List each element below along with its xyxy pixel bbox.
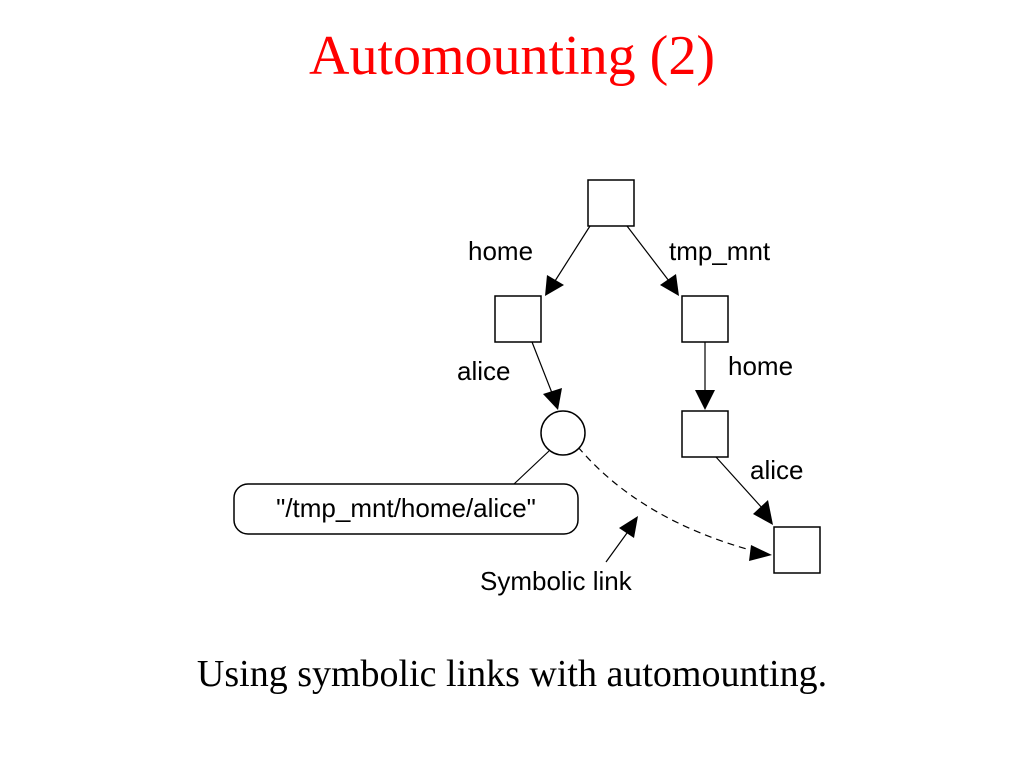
node-tmp-mnt-home (681, 410, 729, 458)
link-target-box (233, 483, 579, 535)
node-root (587, 179, 635, 227)
label-root-home: home (468, 236, 533, 266)
arrowhead-tmp-home-alice (753, 500, 773, 525)
label-home-alice: alice (457, 356, 510, 386)
arrowhead-tmp-mnt-home (695, 390, 715, 410)
label-symbolic-link: Symbolic link (480, 566, 633, 596)
edge-root-home (554, 225, 591, 282)
symbolic-link-pointer-arrowhead (619, 516, 638, 538)
label-tmp-home-alice: alice (750, 455, 803, 485)
edge-home-alice (531, 341, 553, 394)
slide-caption: Using symbolic links with automounting. (196, 653, 828, 695)
node-tmp-mnt (681, 295, 729, 343)
arrowhead-home-alice (543, 388, 562, 410)
node-tmp-mnt-home-alice (773, 526, 821, 574)
arrowhead-root-tmp-mnt (660, 274, 679, 296)
label-root-tmp-mnt: tmp_mnt (669, 236, 771, 266)
link-target-text: "/tmp_mnt/home/alice" (276, 493, 536, 523)
node-alice-symlink (540, 410, 586, 456)
node-home (494, 295, 542, 343)
symbolic-link-curve (577, 446, 755, 552)
slide-title: Automounting (2) (309, 25, 715, 87)
arrowhead-root-home (545, 275, 564, 296)
label-tmp-mnt-home: home (728, 351, 793, 381)
edge-tmp-home-alice (715, 456, 764, 510)
symbolic-link-pointer (605, 532, 628, 563)
link-target-connector (513, 450, 550, 485)
edge-root-tmp-mnt (626, 225, 670, 282)
symbolic-link-arrowhead (749, 545, 772, 561)
